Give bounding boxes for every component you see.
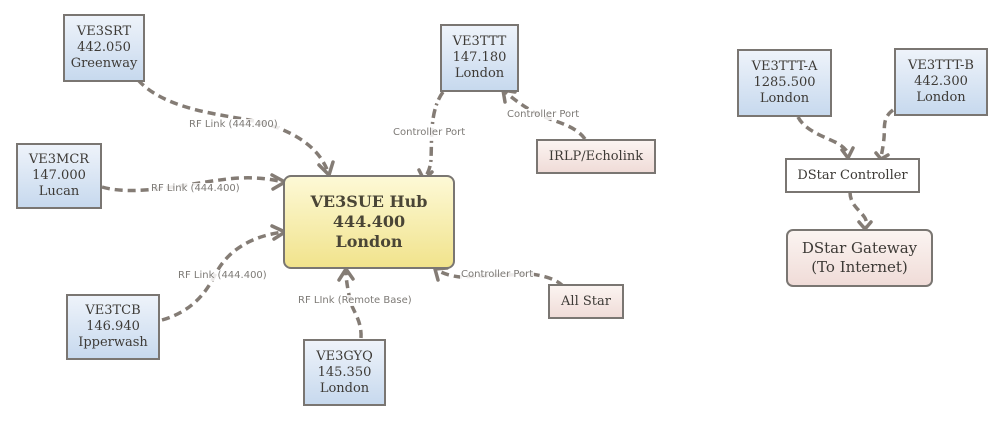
node-ve3ttt[interactable]: VE3TTT 147.180 London (440, 24, 519, 92)
node-ve3ttt-b[interactable]: VE3TTT-B 442.300 London (894, 48, 988, 116)
edge-irlp-ve3ttt (503, 90, 587, 141)
edge-label-ve3tcb-hub: RF Link (444.400) (177, 270, 268, 281)
edge-label-ve3srt-hub: RF Link (444.400) (188, 119, 279, 130)
node-callsign: VE3TTT-A (751, 59, 818, 74)
node-ve3tcb[interactable]: VE3TCB 146.940 Ipperwash (66, 294, 160, 360)
edge-ve3ttt-a-controller (796, 116, 851, 157)
node-frequency: 145.350 (317, 364, 372, 380)
node-frequency: 147.180 (452, 50, 507, 65)
node-callsign: VE3TTT-B (908, 58, 974, 73)
edge-label-irlp-ve3ttt: Controller Port (506, 109, 581, 120)
node-callsign: VE3GYQ (316, 348, 373, 364)
node-ve3mcr[interactable]: VE3MCR 147.000 Lucan (16, 143, 102, 209)
node-ve3gyq[interactable]: VE3GYQ 145.350 London (303, 339, 386, 406)
node-label: DStar Gateway (801, 239, 918, 257)
edge-ve3ttt-b-controller (879, 108, 895, 158)
edge-label-ve3mcr-hub: RF Link (444.400) (150, 183, 241, 194)
hub-name: VE3SUE Hub (310, 192, 428, 211)
node-frequency: 1285.500 (753, 75, 816, 90)
node-callsign: VE3MCR (28, 152, 90, 167)
node-ve3ttt-a[interactable]: VE3TTT-A 1285.500 London (737, 49, 832, 117)
node-frequency: 442.300 (914, 74, 968, 89)
edge-ve3mcr-hub (101, 176, 284, 193)
edge-ve3ttt-hub (423, 90, 445, 179)
node-location: Ipperwash (78, 335, 148, 350)
node-ve3srt[interactable]: VE3SRT 442.050 Greenway (63, 14, 145, 82)
edge-label-allstar-hub: Controller Port (460, 269, 535, 280)
hub-location: London (335, 232, 403, 251)
node-dstar-gateway[interactable]: DStar Gateway (To Internet) (786, 229, 933, 287)
node-label: DStar Controller (797, 167, 908, 183)
node-location: London (759, 91, 810, 106)
node-frequency: 146.940 (86, 319, 140, 334)
node-frequency: 442.050 (77, 40, 131, 55)
node-label: IRLP/Echolink (548, 148, 644, 164)
node-location: London (319, 380, 370, 396)
node-location: London (916, 90, 966, 105)
hub-frequency: 444.400 (332, 212, 406, 231)
node-location: London (454, 66, 505, 81)
node-callsign: VE3SRT (76, 24, 132, 39)
node-allstar[interactable]: All Star (548, 284, 624, 319)
node-callsign: VE3TTT (452, 34, 507, 49)
node-irlp-echolink[interactable]: IRLP/Echolink (536, 139, 656, 174)
node-frequency: 147.000 (32, 168, 86, 183)
node-dstar-controller[interactable]: DStar Controller (785, 158, 920, 193)
node-callsign: VE3TCB (85, 303, 141, 318)
arrowhead-icon (857, 220, 873, 231)
node-label: All Star (561, 293, 611, 309)
node-location: Lucan (38, 184, 80, 199)
edge-label-ve3ttt-hub: Controller Port (392, 127, 467, 138)
node-location: Greenway (70, 56, 138, 71)
edge-controller-gateway (848, 191, 869, 229)
edge-label-ve3gyq-hub: RF LInk (Remote Base) (297, 295, 413, 306)
node-hub[interactable]: VE3SUE Hub 444.400 London (283, 175, 455, 269)
arrowhead-icon (337, 267, 355, 282)
node-sublabel: (To Internet) (811, 258, 908, 276)
